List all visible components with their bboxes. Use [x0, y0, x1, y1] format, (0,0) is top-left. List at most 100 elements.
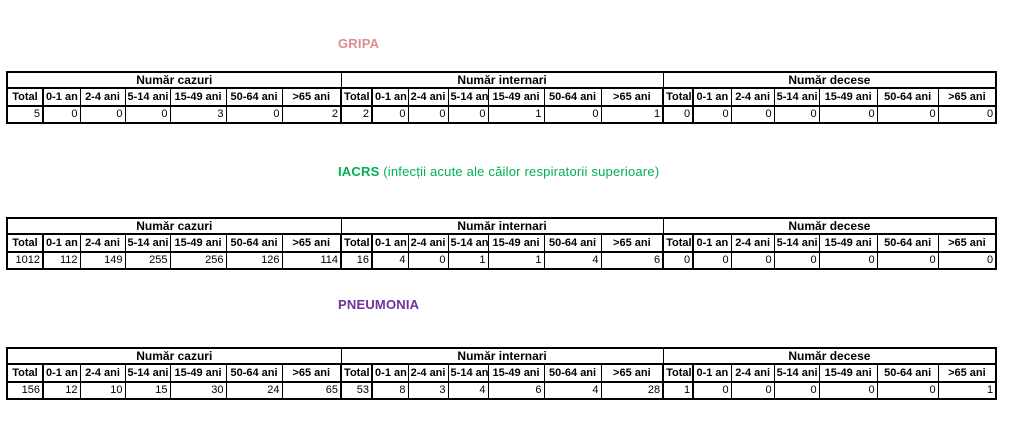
iacrs-cazuri-0-1-an-value: 112	[42, 251, 81, 270]
col-header-15-49-ani: 15-49 ani	[169, 363, 227, 383]
iacrs-internari-50-64-ani-value: 4	[543, 251, 602, 270]
col-header-over-65-ani: >65 ani	[937, 87, 997, 107]
group-header-cazuri: Număr cazuri	[6, 347, 342, 365]
group-header-internari: Număr internari	[340, 217, 664, 235]
iacrs-cazuri-2-4-ani-value: 149	[79, 251, 126, 270]
col-header-0-1-an: 0-1 an	[692, 87, 732, 107]
pneumonia-internari-over-65-ani-value: 28	[600, 381, 664, 400]
col-header-15-49-ani: 15-49 ani	[818, 363, 878, 383]
pneumonia-cazuri-5-14-ani-value: 15	[124, 381, 171, 400]
col-header-0-1-an: 0-1 an	[371, 363, 409, 383]
col-header-15-49-ani: 15-49 ani	[487, 233, 545, 253]
col-header-15-49-ani: 15-49 ani	[818, 87, 878, 107]
gripa-title-text: GRIPA	[338, 36, 380, 51]
group-header-decese: Număr decese	[662, 347, 997, 365]
iacrs-title: IACRS (infecții acute ale căilor respira…	[338, 164, 659, 179]
iacrs-cazuri-5-14-ani-value: 255	[124, 251, 171, 270]
iacrs-decese-total-value: 0	[662, 251, 695, 270]
col-header-50-64-ani: 50-64 ani	[225, 363, 283, 383]
pneumonia-title-text: PNEUMONIA	[338, 297, 420, 312]
iacrs-internari-total-value: 16	[340, 251, 374, 270]
iacrs-internari-5-14-ani-value: 1	[447, 251, 489, 270]
col-header-2-4-ani: 2-4 ani	[79, 363, 126, 383]
iacrs-decese-50-64-ani-value: 0	[876, 251, 939, 270]
pneumonia-cazuri-50-64-ani-value: 24	[225, 381, 283, 400]
col-header-total: Total	[340, 363, 374, 383]
col-header-50-64-ani: 50-64 ani	[543, 363, 602, 383]
col-header-5-14-ani: 5-14 ani	[773, 363, 820, 383]
pneumonia-internari-0-1-an-value: 8	[371, 381, 409, 400]
col-header-5-14-ani: 5-14 ani	[124, 233, 171, 253]
col-header-15-49-ani: 15-49 ani	[818, 233, 878, 253]
col-header-15-49-ani: 15-49 ani	[487, 363, 545, 383]
gripa-internari-total-value: 2	[340, 105, 374, 124]
col-header-total: Total	[662, 87, 695, 107]
pneumonia-decese-5-14-ani-value: 0	[773, 381, 820, 400]
gripa-cazuri-15-49-ani-value: 3	[169, 105, 227, 124]
group-header-cazuri: Număr cazuri	[6, 71, 342, 89]
pneumonia-decese-total-value: 1	[662, 381, 695, 400]
group-header-decese: Număr decese	[662, 217, 997, 235]
iacrs-cazuri-15-49-ani-value: 256	[169, 251, 227, 270]
iacrs-decese-5-14-ani-value: 0	[773, 251, 820, 270]
gripa-cazuri-2-4-ani-value: 0	[79, 105, 126, 124]
gripa-internari-5-14-ani-value: 0	[447, 105, 489, 124]
iacrs-internari-2-4-ani-value: 0	[407, 251, 449, 270]
col-header-2-4-ani: 2-4 ani	[730, 87, 775, 107]
iacrs-internari-15-49-ani-value: 1	[487, 251, 545, 270]
gripa-decese-15-49-ani-value: 0	[818, 105, 878, 124]
gripa-decese-0-1-an-value: 0	[692, 105, 732, 124]
col-header-50-64-ani: 50-64 ani	[225, 233, 283, 253]
pneumonia-internari-2-4-ani-value: 3	[407, 381, 449, 400]
col-header-total: Total	[662, 233, 695, 253]
col-header-total: Total	[6, 87, 44, 107]
gripa-cazuri-0-1-an-value: 0	[42, 105, 81, 124]
col-header-50-64-ani: 50-64 ani	[876, 233, 939, 253]
iacrs-decese-2-4-ani-value: 0	[730, 251, 775, 270]
col-header-over-65-ani: >65 ani	[281, 87, 342, 107]
gripa-internari-50-64-ani-value: 0	[543, 105, 602, 124]
col-header-over-65-ani: >65 ani	[937, 233, 997, 253]
gripa-decese-50-64-ani-value: 0	[876, 105, 939, 124]
col-header-2-4-ani: 2-4 ani	[79, 233, 126, 253]
col-header-over-65-ani: >65 ani	[600, 87, 664, 107]
col-header-2-4-ani: 2-4 ani	[407, 233, 449, 253]
iacrs-internari-over-65-ani-value: 6	[600, 251, 664, 270]
iacrs-cazuri-over-65-ani-value: 114	[281, 251, 342, 270]
pneumonia-decese-50-64-ani-value: 0	[876, 381, 939, 400]
iacrs-decese-15-49-ani-value: 0	[818, 251, 878, 270]
col-header-5-14-ani: 5-14 ani	[124, 363, 171, 383]
group-header-cazuri: Număr cazuri	[6, 217, 342, 235]
iacrs-title-suffix: (infecții acute ale căilor respiratorii …	[379, 164, 660, 179]
iacrs-internari-0-1-an-value: 4	[371, 251, 409, 270]
col-header-2-4-ani: 2-4 ani	[79, 87, 126, 107]
col-header-5-14-ani: 5-14 ani	[124, 87, 171, 107]
group-header-decese: Număr decese	[662, 71, 997, 89]
iacrs-decese-over-65-ani-value: 0	[937, 251, 997, 270]
col-header-total: Total	[662, 363, 695, 383]
pneumonia-cazuri-15-49-ani-value: 30	[169, 381, 227, 400]
col-header-0-1-an: 0-1 an	[42, 87, 81, 107]
col-header-0-1-an: 0-1 an	[692, 363, 732, 383]
gripa-title: GRIPA	[338, 36, 379, 51]
pneumonia-decese-15-49-ani-value: 0	[818, 381, 878, 400]
col-header-50-64-ani: 50-64 ani	[876, 363, 939, 383]
gripa-decese-2-4-ani-value: 0	[730, 105, 775, 124]
gripa-cazuri-over-65-ani-value: 2	[281, 105, 342, 124]
pneumonia-internari-5-14-ani-value: 4	[447, 381, 489, 400]
pneumonia-decese-2-4-ani-value: 0	[730, 381, 775, 400]
col-header-5-14-ani: 5-14 ani	[447, 233, 489, 253]
col-header-total: Total	[6, 363, 44, 383]
col-header-over-65-ani: >65 ani	[281, 363, 342, 383]
gripa-internari-over-65-ani-value: 1	[600, 105, 664, 124]
